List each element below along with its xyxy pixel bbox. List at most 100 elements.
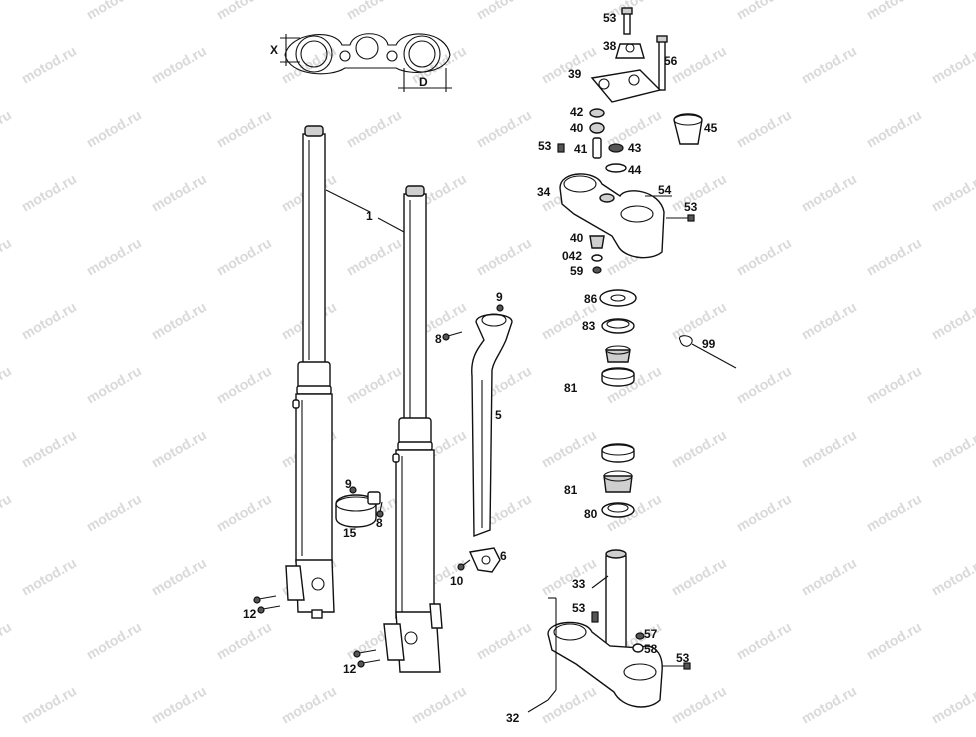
callout-10: 10 bbox=[450, 574, 464, 588]
watermark-text: motod.ru bbox=[929, 42, 976, 86]
watermark-text: motod.ru bbox=[84, 362, 145, 406]
watermark-text: motod.ru bbox=[19, 426, 80, 470]
watermark-text: motod.ru bbox=[669, 170, 730, 214]
callout-86: 86 bbox=[584, 292, 598, 306]
watermark-text: motod.ru bbox=[669, 682, 730, 726]
watermark-text: motod.ru bbox=[0, 106, 14, 150]
watermark-text: motod.ru bbox=[84, 106, 145, 150]
callout-53d: 53 bbox=[572, 601, 586, 615]
callout-53e: 53 bbox=[676, 651, 690, 665]
watermark-text: motod.ru bbox=[734, 106, 795, 150]
callout-12b: 12 bbox=[343, 662, 357, 676]
callout-81b: 81 bbox=[564, 483, 578, 497]
watermark-text: motod.ru bbox=[279, 682, 340, 726]
watermark-text: motod.ru bbox=[929, 298, 976, 342]
watermark-text: motod.ru bbox=[0, 490, 14, 534]
watermark-text: motod.ru bbox=[864, 0, 925, 23]
watermark-text: motod.ru bbox=[474, 0, 535, 23]
watermark-text: motod.ru bbox=[19, 554, 80, 598]
dim-x-label: X bbox=[270, 43, 278, 57]
watermark-text: motod.ru bbox=[929, 682, 976, 726]
callout-9a: 9 bbox=[496, 290, 503, 304]
watermark-text: motod.ru bbox=[149, 298, 210, 342]
callout-45: 45 bbox=[704, 121, 718, 135]
watermark-text: motod.ru bbox=[0, 0, 14, 23]
callout-53a: 53 bbox=[603, 11, 617, 25]
watermark-text: motod.ru bbox=[149, 170, 210, 214]
watermark-text: motod.ru bbox=[214, 490, 275, 534]
callout-99: 99 bbox=[702, 337, 716, 351]
watermark-text: motod.ru bbox=[864, 234, 925, 278]
callout-39: 39 bbox=[568, 67, 582, 81]
callout-34: 34 bbox=[537, 185, 551, 199]
watermark-text: motod.ru bbox=[84, 618, 145, 662]
watermark-text: motod.ru bbox=[149, 554, 210, 598]
hose-clamp bbox=[336, 492, 380, 527]
watermark-text: motod.ru bbox=[669, 298, 730, 342]
callout-41: 41 bbox=[574, 142, 588, 156]
watermark-text: motod.ru bbox=[539, 426, 600, 470]
watermark-text: motod.ru bbox=[84, 490, 145, 534]
watermark-text: motod.ru bbox=[539, 682, 600, 726]
watermark-text: motod.ru bbox=[669, 426, 730, 470]
watermark-text: motod.ru bbox=[474, 234, 535, 278]
callout-9b: 9 bbox=[345, 477, 352, 491]
watermark-text: motod.ru bbox=[149, 426, 210, 470]
watermark-text: motod.ru bbox=[929, 170, 976, 214]
watermark-text: motod.ru bbox=[669, 554, 730, 598]
watermark-text: motod.ru bbox=[149, 42, 210, 86]
watermark-text: motod.ru bbox=[344, 0, 405, 23]
watermark-text: motod.ru bbox=[864, 362, 925, 406]
callout-12a: 12 bbox=[243, 607, 257, 621]
callout-5: 5 bbox=[495, 408, 502, 422]
watermark-text: motod.ru bbox=[0, 362, 14, 406]
watermark-text: motod.ru bbox=[214, 618, 275, 662]
callout-53c: 53 bbox=[684, 200, 698, 214]
watermark-text: motod.ru bbox=[799, 42, 860, 86]
watermark-text: motod.ru bbox=[344, 106, 405, 150]
callout-33: 33 bbox=[572, 577, 586, 591]
watermark-text: motod.ru bbox=[474, 106, 535, 150]
watermark-text: motod.ru bbox=[0, 234, 14, 278]
callout-15: 15 bbox=[343, 526, 357, 540]
watermark-text: motod.ru bbox=[864, 618, 925, 662]
cable-guide-part6 bbox=[470, 548, 500, 572]
steering-bearing-parts bbox=[600, 290, 736, 517]
watermark-text: motod.ru bbox=[734, 0, 795, 23]
watermark-text: motod.ru bbox=[19, 170, 80, 214]
watermark-text: motod.ru bbox=[409, 682, 470, 726]
watermark-text: motod.ru bbox=[214, 234, 275, 278]
watermark-text: motod.ru bbox=[929, 554, 976, 598]
callout-38: 38 bbox=[603, 39, 617, 53]
watermark-text: motod.ru bbox=[864, 490, 925, 534]
callout-6: 6 bbox=[500, 549, 507, 563]
watermark-text: motod.ru bbox=[799, 170, 860, 214]
callout-83: 83 bbox=[582, 319, 596, 333]
callout-59: 59 bbox=[570, 264, 584, 278]
callout-44: 44 bbox=[628, 163, 642, 177]
callout-1: 1 bbox=[366, 209, 373, 223]
watermark-text: motod.ru bbox=[474, 618, 535, 662]
watermark-text: motod.ru bbox=[929, 426, 976, 470]
watermark-text: motod.ru bbox=[0, 618, 14, 662]
watermark-text: motod.ru bbox=[214, 362, 275, 406]
callout-81a: 81 bbox=[564, 381, 578, 395]
fork-leg-right bbox=[384, 186, 442, 672]
watermark-text: motod.ru bbox=[19, 682, 80, 726]
watermark-text: motod.ru bbox=[799, 554, 860, 598]
watermark-text: motod.ru bbox=[84, 234, 145, 278]
callout-042: 042 bbox=[562, 249, 582, 263]
callout-40a: 40 bbox=[570, 121, 584, 135]
callout-53b: 53 bbox=[538, 139, 552, 153]
watermark-text: motod.ru bbox=[539, 554, 600, 598]
watermark-text: motod.ru bbox=[734, 362, 795, 406]
watermark-text: motod.ru bbox=[799, 298, 860, 342]
watermark-text: motod.ru bbox=[214, 0, 275, 23]
callout-40b: 40 bbox=[570, 231, 584, 245]
watermark-text: motod.ru bbox=[669, 42, 730, 86]
watermark-text: motod.ru bbox=[734, 618, 795, 662]
watermark-text: motod.ru bbox=[84, 0, 145, 23]
callout-80: 80 bbox=[584, 507, 598, 521]
